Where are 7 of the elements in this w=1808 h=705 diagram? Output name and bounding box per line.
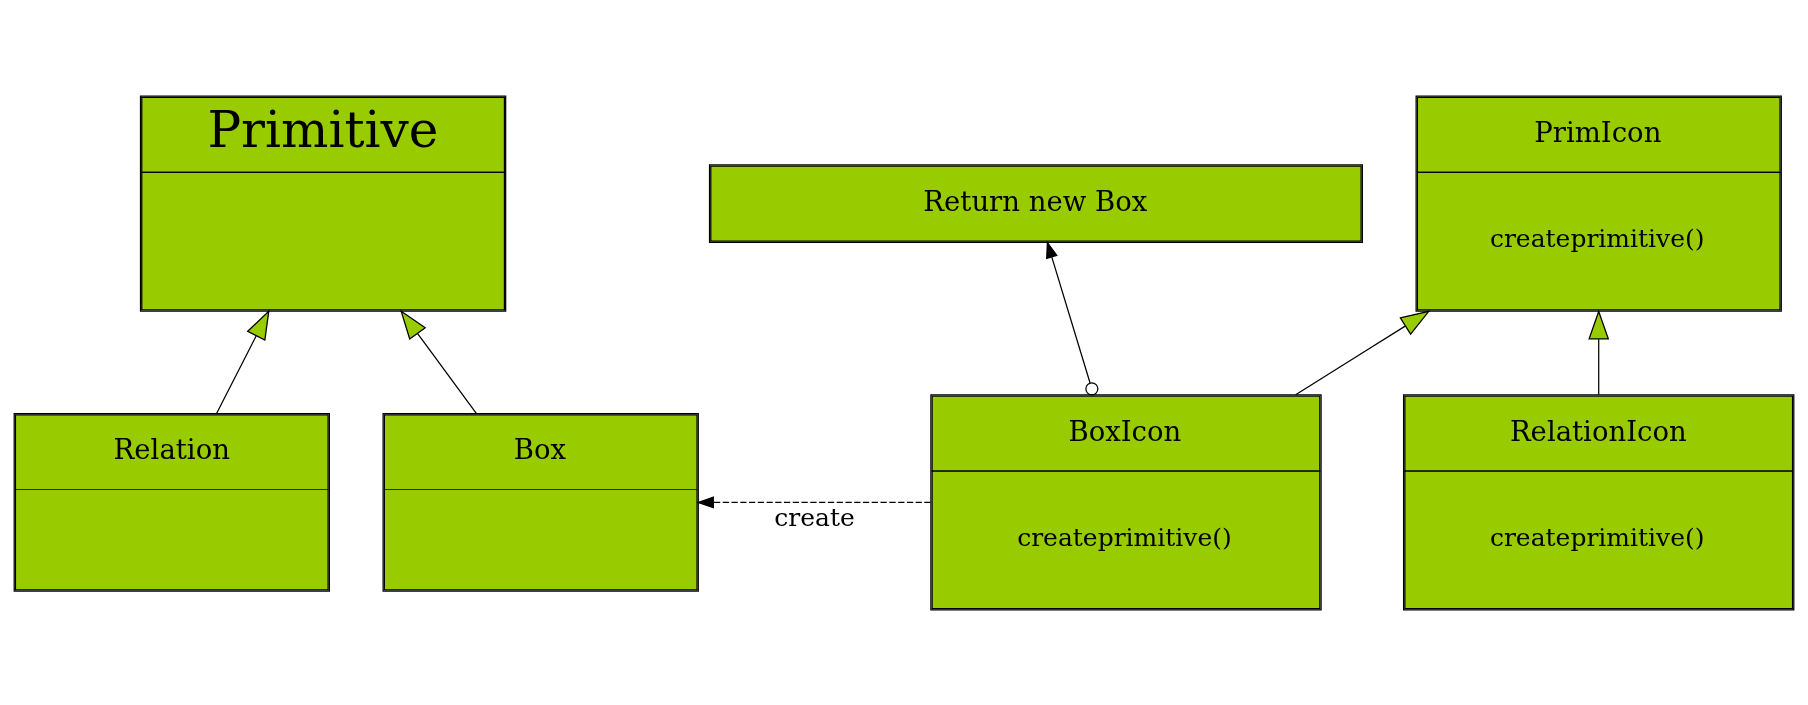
arrow (215, 309, 270, 414)
arrow (1588, 309, 1610, 395)
arrow (400, 309, 477, 414)
arrow (1295, 309, 1431, 395)
arrow (1046, 240, 1099, 395)
arrow (696, 495, 932, 509)
edge-label: create (774, 502, 855, 532)
